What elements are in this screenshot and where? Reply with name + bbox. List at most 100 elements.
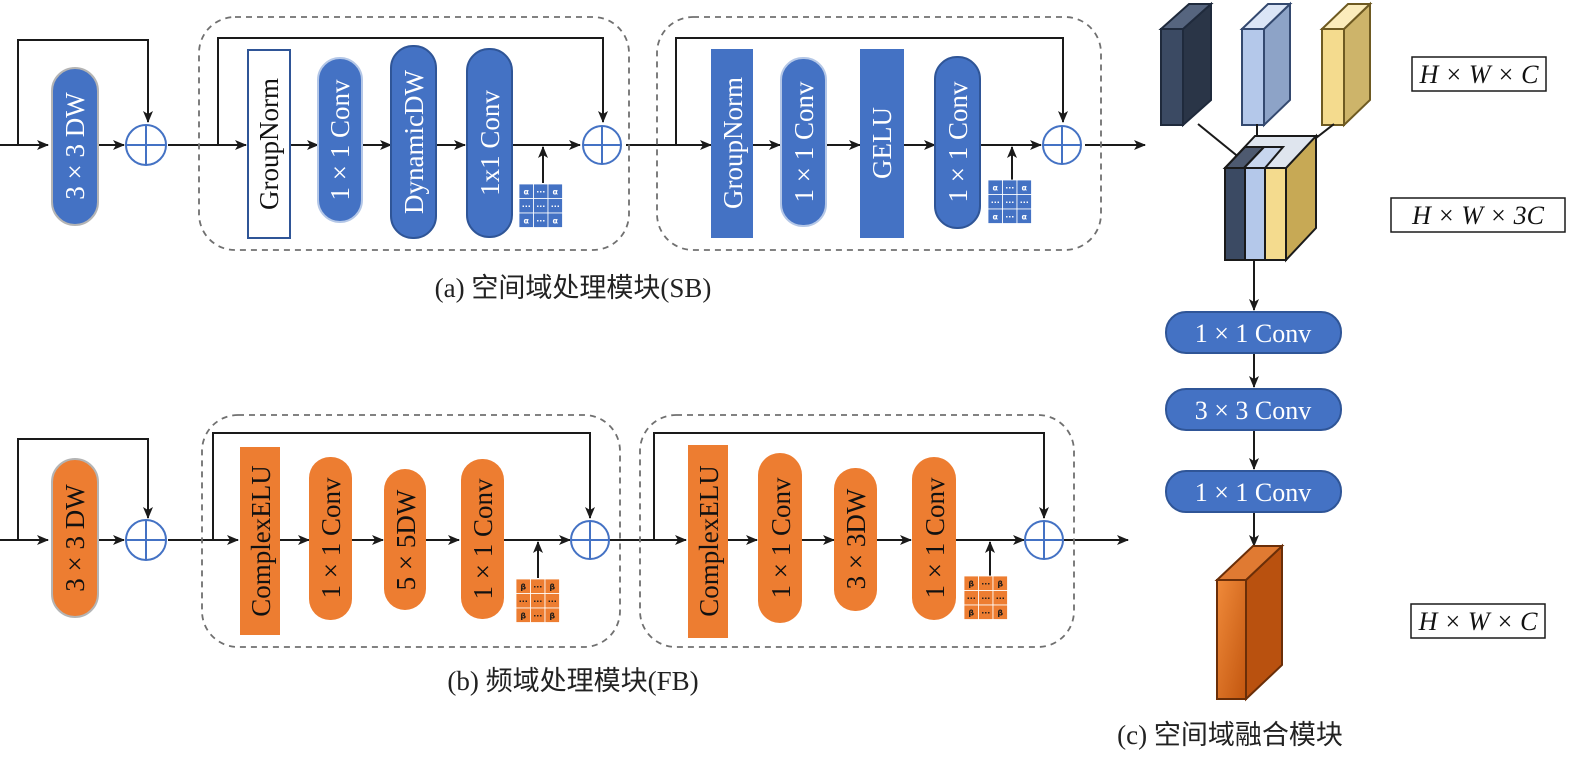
matrix-cell-symbol: α — [553, 187, 559, 196]
matrix-cell — [992, 604, 1008, 620]
fb-add-node-2 — [570, 520, 610, 560]
fb-dw-node — [51, 458, 99, 618]
sb-block-1-frame — [198, 16, 630, 251]
sb-conv-node-2 — [466, 48, 513, 238]
matrix-cell-symbol: α — [993, 183, 999, 192]
sb-alpha-matrix-2: α ··· α ··· ··· ··· α ··· α — [987, 179, 1032, 224]
fb-dw5-node — [384, 469, 426, 610]
matrix-cell-symbol: β — [520, 582, 526, 591]
fusion-input-cube-lightblue — [1239, 1, 1293, 128]
matrix-cell-symbol: α — [1022, 183, 1028, 192]
matrix-cell-symbol: β — [549, 611, 555, 620]
fb-conv-label-1: 1 × 1 Conv — [316, 477, 346, 598]
fb-add-node-3 — [1024, 520, 1064, 560]
matrix-cell — [547, 212, 563, 228]
matrix-cell-symbol: ··· — [519, 597, 528, 606]
matrix-cell-symbol: α — [524, 187, 530, 196]
matrix-cell-symbol: ··· — [533, 582, 542, 591]
sb-conv-label-2: 1x1 Conv — [475, 90, 505, 196]
matrix-cell-symbol: ··· — [533, 597, 542, 606]
fusion-input-cube-yellow — [1319, 1, 1373, 128]
matrix-cell-symbol: ··· — [981, 579, 990, 588]
fb-complexelu-label-2: ComplexELU — [694, 465, 724, 616]
fusion-conv-label-2: 3 × 3 Conv — [1195, 396, 1312, 425]
fb-complexelu-node — [240, 447, 280, 635]
fb-complexelu-label: ComplexELU — [246, 465, 276, 616]
sb-add-node-1 — [125, 124, 167, 166]
sb-gelu-node — [860, 49, 904, 238]
fb-conv-node-4 — [912, 457, 956, 620]
fusion-concat-cube — [1222, 133, 1319, 263]
matrix-cell-symbol: ··· — [551, 202, 560, 211]
sb-conv-node-3 — [780, 57, 827, 227]
sb-conv-node-4 — [934, 56, 981, 229]
fusion-caption: (c) 空间域融合模块 — [1117, 720, 1343, 750]
fb-dw3-label: 3 × 3DW — [841, 488, 871, 589]
dim-box-1 — [1411, 56, 1547, 92]
matrix-cell — [544, 607, 560, 623]
matrix-cell-symbol: ··· — [996, 594, 1005, 603]
sb-groupnorm-label-2: GroupNorm — [718, 77, 748, 209]
matrix-cell-symbol: β — [968, 579, 974, 588]
sb-gelu-label: GELU — [867, 107, 897, 179]
sb-block-2-frame — [656, 16, 1102, 251]
matrix-cell-symbol: α — [1022, 212, 1028, 221]
matrix-cell-symbol: ··· — [1005, 212, 1014, 221]
fb-conv-node-2 — [461, 459, 504, 619]
fb-beta-matrix-2: β···β·········β···β — [963, 575, 1008, 620]
fusion-output-cube — [1214, 543, 1285, 702]
fb-conv-label-4: 1 × 1 Conv — [920, 477, 950, 598]
fb-conv-node-3 — [758, 453, 802, 623]
fb-dw-label: 3 × 3 DW — [60, 484, 90, 592]
fb-dw3-node — [834, 468, 877, 611]
matrix-cell-symbol: ··· — [548, 597, 557, 606]
sb-caption: (a) 空间域处理模块(SB) — [435, 273, 712, 303]
fb-caption: (b) 频域处理模块(FB) — [447, 666, 698, 696]
sb-dw-node — [51, 67, 99, 226]
fusion-conv-node-2 — [1165, 388, 1342, 431]
sb-conv-label-4: 1 × 1 Conv — [943, 81, 973, 202]
matrix-cell-symbol: ··· — [1005, 183, 1014, 192]
sb-conv-node-1 — [317, 57, 363, 223]
sb-dynamicdw-node — [390, 45, 437, 239]
fb-module: 3 × 3 DW ComplexELU 1 × 1 Conv 5 × 5DW 1… — [0, 414, 1129, 696]
fb-beta-matrix-1: β···β·········β···β — [515, 578, 560, 623]
dim-label-2: H × W × 3C — [1411, 201, 1545, 230]
matrix-cell-symbol: β — [968, 608, 974, 617]
fb-conv-label-2: 1 × 1 Conv — [468, 478, 498, 599]
matrix-cell-symbol: ··· — [1020, 198, 1029, 207]
fb-conv-node-1 — [309, 457, 352, 620]
fb-complexelu-node-2 — [688, 445, 728, 638]
fusion-conv-node-1 — [1165, 311, 1342, 354]
matrix-cell-symbol: ··· — [991, 198, 1000, 207]
fusion-input-cube-navy — [1158, 1, 1214, 128]
matrix-cell-symbol: ··· — [981, 594, 990, 603]
matrix-cell-symbol: ··· — [536, 187, 545, 196]
sb-add-node-2 — [582, 125, 622, 165]
fusion-module: 1 × 1 Conv 3 × 3 Conv 1 × 1 Conv H × W ×… — [1117, 1, 1566, 750]
matrix-cell-symbol: β — [549, 582, 555, 591]
dim-box-3 — [1410, 603, 1546, 639]
matrix-cell-symbol: α — [993, 212, 999, 221]
sb-groupnorm-node-2 — [711, 49, 753, 238]
dim-label-3: H × W × C — [1418, 607, 1539, 636]
sb-add-node-3 — [1042, 125, 1082, 165]
matrix-cell-symbol: ··· — [536, 202, 545, 211]
fusion-conv-label-1: 1 × 1 Conv — [1195, 319, 1312, 348]
fb-block-1-frame — [201, 414, 621, 648]
sb-module: 3 × 3 DW GroupNorm 1 × 1 Conv DynamicDW … — [0, 16, 1146, 303]
sb-dw-label: 3 × 3 DW — [60, 92, 90, 200]
matrix-cell-symbol: ··· — [1005, 198, 1014, 207]
matrix-cell-symbol: ··· — [536, 216, 545, 225]
matrix-cell-symbol: α — [524, 216, 530, 225]
matrix-cell-symbol: β — [997, 579, 1003, 588]
matrix-cell-symbol: β — [520, 611, 526, 620]
sb-dynamicdw-label: DynamicDW — [399, 70, 429, 214]
sb-groupnorm-label: GroupNorm — [254, 78, 284, 210]
sb-alpha-matrix-1: α···α·········α···α — [518, 183, 563, 228]
sb-groupnorm-node — [247, 49, 291, 239]
dim-box-2 — [1390, 197, 1566, 233]
fb-block-2-frame — [639, 414, 1075, 648]
matrix-cell-symbol: β — [997, 608, 1003, 617]
